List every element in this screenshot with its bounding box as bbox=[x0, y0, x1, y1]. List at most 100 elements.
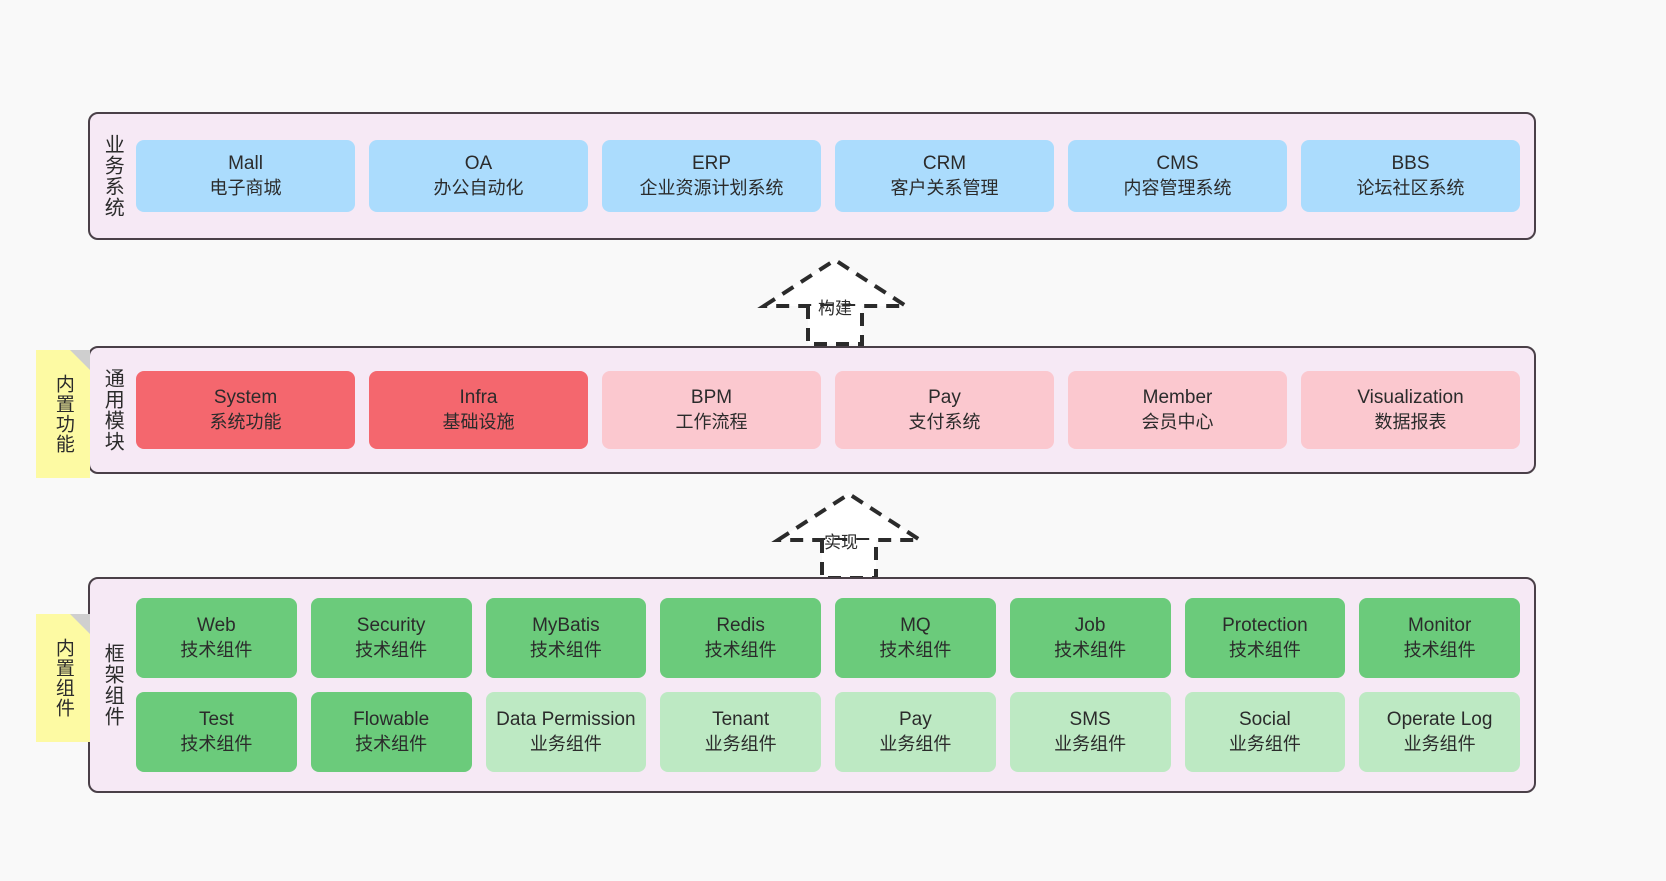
card-social-desc: 业务组件 bbox=[1228, 733, 1301, 754]
card-test-name: Test bbox=[198, 709, 234, 731]
card-visualization-name: Visualization bbox=[1357, 387, 1464, 409]
card-tenant[interactable]: Tenant 业务组件 bbox=[660, 692, 821, 772]
card-security[interactable]: Security 技术组件 bbox=[310, 598, 472, 678]
card-social-name: Social bbox=[1239, 709, 1291, 731]
card-job-name: Job bbox=[1074, 615, 1106, 637]
card-cms-name: CMS bbox=[1156, 153, 1199, 175]
card-bpm[interactable]: BPM 工作流程 bbox=[602, 371, 821, 449]
card-monitor[interactable]: Monitor 技术组件 bbox=[1359, 598, 1520, 678]
card-sms-desc: 业务组件 bbox=[1054, 733, 1127, 754]
card-web-name: Web bbox=[197, 615, 236, 637]
card-job[interactable]: Job 技术组件 bbox=[1009, 598, 1171, 678]
card-monitor-name: Monitor bbox=[1407, 615, 1472, 637]
card-mybatis-desc: 技术组件 bbox=[529, 639, 602, 660]
arrow-build-label: 构建 bbox=[818, 299, 852, 318]
card-mall-desc: 电子商城 bbox=[209, 177, 282, 198]
card-test-desc: 技术组件 bbox=[180, 733, 253, 754]
card-oa[interactable]: OA 办公自动化 bbox=[369, 140, 588, 212]
card-visualization-desc: 数据报表 bbox=[1374, 411, 1447, 432]
card-test[interactable]: Test 技术组件 bbox=[136, 692, 297, 772]
arrow-implement-glyph bbox=[771, 491, 927, 580]
card-tenant-name: Tenant bbox=[712, 709, 770, 731]
card-crm-desc: 客户关系管理 bbox=[890, 177, 999, 198]
card-sms[interactable]: SMS 业务组件 bbox=[1009, 692, 1171, 772]
layer-business-system: 业务系统 Mall 电子商城 OA 办公自动化 ERP 企业资源计划系统 CRM… bbox=[88, 112, 1536, 240]
card-web[interactable]: Web 技术组件 bbox=[136, 598, 297, 678]
card-bbs[interactable]: BBS 论坛社区系统 bbox=[1301, 140, 1520, 212]
arrow-build-glyph bbox=[757, 257, 913, 346]
card-operate-log-name: Operate Log bbox=[1386, 709, 1493, 731]
card-pay-component[interactable]: Pay 业务组件 bbox=[835, 692, 996, 772]
layer-common-module: 通用模块 System 系统功能 Infra 基础设施 BPM 工作流程 Pay… bbox=[88, 346, 1536, 474]
card-mall[interactable]: Mall 电子商城 bbox=[136, 140, 355, 212]
card-protection-desc: 技术组件 bbox=[1228, 639, 1301, 660]
card-member[interactable]: Member 会员中心 bbox=[1068, 371, 1287, 449]
card-data-permission-name: Data Permission bbox=[496, 709, 636, 731]
card-pay-module-desc: 支付系统 bbox=[908, 411, 981, 432]
note-builtin-function: 内置功能 bbox=[36, 350, 90, 478]
card-pay-component-name: Pay bbox=[899, 709, 932, 731]
card-visualization[interactable]: Visualization 数据报表 bbox=[1301, 371, 1520, 449]
card-security-name: Security bbox=[356, 615, 426, 637]
card-infra-name: Infra bbox=[459, 387, 498, 409]
note-fold-icon bbox=[70, 614, 90, 634]
card-bbs-name: BBS bbox=[1391, 153, 1430, 175]
card-security-desc: 技术组件 bbox=[355, 639, 428, 660]
card-bpm-desc: 工作流程 bbox=[675, 411, 748, 432]
layer-business-system-cards: Mall 电子商城 OA 办公自动化 ERP 企业资源计划系统 CRM 客户关系… bbox=[134, 114, 1534, 238]
framework-row-technical: Web 技术组件 Security 技术组件 MyBatis 技术组件 Redi… bbox=[136, 598, 1520, 678]
card-pay-module[interactable]: Pay 支付系统 bbox=[835, 371, 1054, 449]
card-infra[interactable]: Infra 基础设施 bbox=[369, 371, 588, 449]
card-member-desc: 会员中心 bbox=[1141, 411, 1214, 432]
card-mall-name: Mall bbox=[228, 153, 263, 175]
card-protection-name: Protection bbox=[1222, 615, 1308, 637]
layer-common-module-cards: System 系统功能 Infra 基础设施 BPM 工作流程 Pay 支付系统… bbox=[134, 348, 1534, 472]
note-fold-icon bbox=[70, 350, 90, 370]
card-sms-name: SMS bbox=[1069, 709, 1111, 731]
card-redis-name: Redis bbox=[716, 615, 765, 637]
card-cms[interactable]: CMS 内容管理系统 bbox=[1068, 140, 1287, 212]
layer-framework-component-cards: Web 技术组件 Security 技术组件 MyBatis 技术组件 Redi… bbox=[134, 579, 1534, 791]
card-system-desc: 系统功能 bbox=[209, 411, 282, 432]
card-bbs-desc: 论坛社区系统 bbox=[1356, 177, 1465, 198]
card-crm-name: CRM bbox=[922, 153, 967, 175]
card-social[interactable]: Social 业务组件 bbox=[1184, 692, 1346, 772]
arrow-build: 构建 bbox=[757, 256, 913, 348]
card-oa-desc: 办公自动化 bbox=[433, 177, 524, 198]
card-protection[interactable]: Protection 技术组件 bbox=[1184, 598, 1346, 678]
card-tenant-desc: 业务组件 bbox=[704, 733, 777, 754]
card-mq-desc: 技术组件 bbox=[879, 639, 952, 660]
card-cms-desc: 内容管理系统 bbox=[1123, 177, 1232, 198]
card-operate-log[interactable]: Operate Log 业务组件 bbox=[1359, 692, 1520, 772]
arrow-implement: 实现 bbox=[771, 490, 927, 582]
card-mybatis[interactable]: MyBatis 技术组件 bbox=[485, 598, 647, 678]
card-operate-log-desc: 业务组件 bbox=[1403, 733, 1476, 754]
card-system[interactable]: System 系统功能 bbox=[136, 371, 355, 449]
card-flowable[interactable]: Flowable 技术组件 bbox=[310, 692, 472, 772]
note-builtin-component: 内置组件 bbox=[36, 614, 90, 742]
card-mq[interactable]: MQ 技术组件 bbox=[835, 598, 996, 678]
card-web-desc: 技术组件 bbox=[180, 639, 253, 660]
card-crm[interactable]: CRM 客户关系管理 bbox=[835, 140, 1054, 212]
card-pay-module-name: Pay bbox=[928, 387, 961, 409]
card-member-name: Member bbox=[1142, 387, 1213, 409]
card-system-name: System bbox=[213, 387, 278, 409]
card-flowable-name: Flowable bbox=[353, 709, 430, 731]
card-mybatis-name: MyBatis bbox=[532, 615, 600, 637]
card-redis[interactable]: Redis 技术组件 bbox=[660, 598, 821, 678]
card-data-permission-desc: 业务组件 bbox=[529, 733, 602, 754]
card-data-permission[interactable]: Data Permission 业务组件 bbox=[485, 692, 647, 772]
card-flowable-desc: 技术组件 bbox=[355, 733, 428, 754]
card-mq-name: MQ bbox=[900, 615, 931, 637]
framework-row-business: Test 技术组件 Flowable 技术组件 Data Permission … bbox=[136, 692, 1520, 772]
card-erp[interactable]: ERP 企业资源计划系统 bbox=[602, 140, 821, 212]
note-builtin-component-text: 内置组件 bbox=[52, 638, 74, 718]
note-builtin-function-text: 内置功能 bbox=[52, 374, 74, 454]
layer-framework-component: 框架组件 Web 技术组件 Security 技术组件 MyBatis 技术组件… bbox=[88, 577, 1536, 793]
layer-framework-component-title: 框架组件 bbox=[101, 643, 124, 727]
card-oa-name: OA bbox=[464, 153, 493, 175]
card-job-desc: 技术组件 bbox=[1054, 639, 1127, 660]
layer-business-system-title: 业务系统 bbox=[101, 134, 124, 218]
card-pay-component-desc: 业务组件 bbox=[879, 733, 952, 754]
